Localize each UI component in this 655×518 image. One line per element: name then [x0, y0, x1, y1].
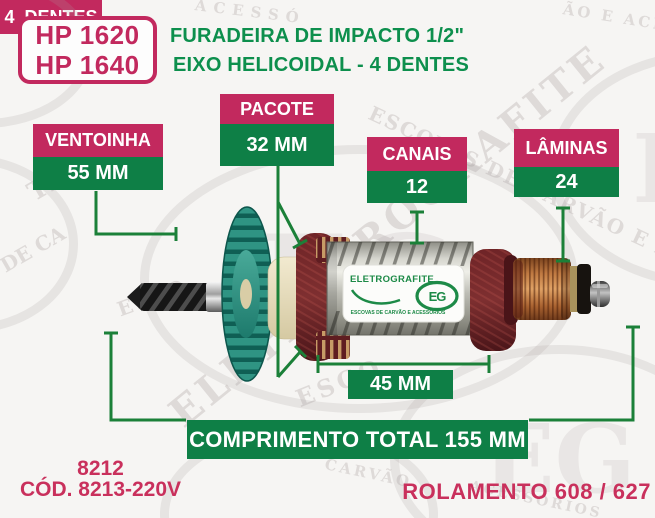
sticker-brand-text: ELETROGRAFITE	[350, 274, 434, 285]
spec-ventoinha-label: VENTOINHA	[33, 124, 163, 157]
model-line-1: HP 1620	[35, 20, 140, 50]
spec-canais-label: CANAIS	[367, 137, 467, 171]
sticker-tagline: ESCOVAS DE CARVÃO E ACESSÓRIOS	[351, 308, 446, 316]
page-title: FURADEIRA DE IMPACTO 1/2" EIXO HELICOIDA…	[170, 22, 469, 80]
measurement-lines	[94, 166, 640, 422]
shaft-end	[570, 264, 610, 314]
brand-sticker: ELETROGRAFITE EG ESCOVAS DE CARVÃO E ACE…	[342, 264, 465, 323]
spec-canais-value: 12	[367, 171, 467, 203]
dim-45mm-value: 45 MM	[348, 370, 453, 399]
model-badge: HP 1620 HP 1640	[18, 16, 157, 84]
spec-laminas: LÂMINAS 24	[514, 129, 619, 197]
ventoinha-pointer-line	[94, 191, 176, 236]
spec-pacote-value: 32 MM	[220, 124, 334, 166]
commutator	[513, 258, 571, 320]
total-length-bracket-right	[529, 327, 635, 422]
spec-laminas-value: 24	[514, 167, 619, 197]
total-length-bracket-left	[109, 333, 186, 422]
spec-canais: CANAIS 12	[367, 137, 467, 203]
helical-gear	[221, 206, 273, 382]
spec-ventoinha-value: 55 MM	[33, 157, 163, 190]
sticker-eg-logo: EG	[429, 289, 447, 304]
total-length-bar: COMPRIMENTO TOTAL 155 MM	[187, 420, 528, 459]
product-code-bottom: CÓD. 8213-220V	[19, 478, 182, 501]
spec-pacote-label: PACOTE	[220, 94, 334, 124]
title-line-1: FURADEIRA DE IMPACTO 1/2"	[170, 25, 465, 47]
spec-pacote: PACOTE 32 MM	[220, 94, 334, 166]
winding-right	[470, 249, 518, 351]
model-line-2: HP 1640	[35, 50, 140, 80]
product-code-top: 8212	[77, 457, 124, 480]
title-line-2: EIXO HELICOIDAL - 4 DENTES	[173, 54, 469, 76]
product-code: 8212 CÓD. 8213-220V	[13, 458, 188, 500]
spec-ventoinha: VENTOINHA 55 MM	[33, 124, 163, 190]
bearing-info: ROLAMENTO 608 / 627	[402, 479, 651, 504]
spec-laminas-label: LÂMINAS	[514, 129, 619, 167]
